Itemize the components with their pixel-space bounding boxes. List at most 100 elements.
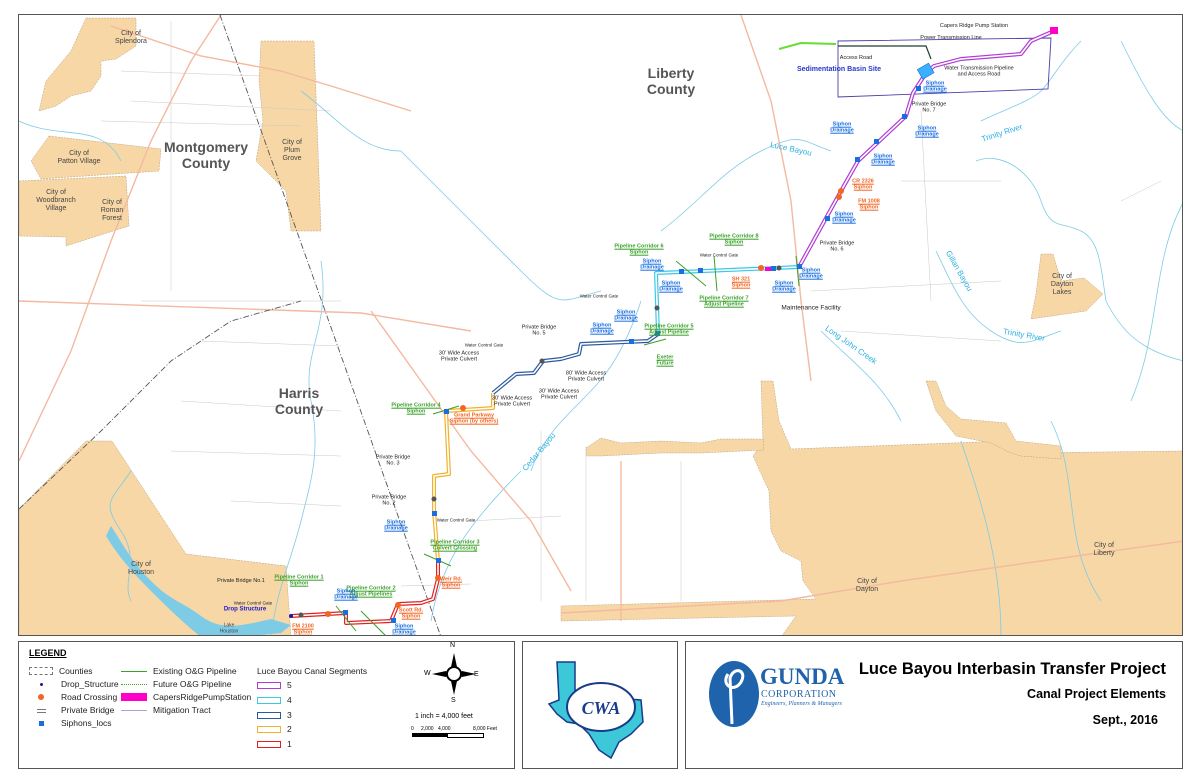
pump-station-label: Capers Ridge Pump Station	[939, 22, 1009, 29]
drop-structure-marker	[289, 614, 293, 618]
pipeline-corridor-label: Pipeline Corridor 6 Siphon	[614, 243, 664, 256]
legend-label: 4	[287, 695, 292, 705]
pipeline-corridor-label: Pipeline Corridor 4 Siphon	[391, 402, 441, 415]
city-label: City of Splendora	[115, 29, 147, 45]
private-bridge-label: Private Bridge No. 3	[375, 454, 411, 467]
pipeline-corridor-label: Pipeline Corridor 2 Adjust Pipelines	[346, 585, 396, 598]
legend-label: 2	[287, 724, 292, 734]
legend-item-drop-structure: Drop_Structure	[29, 679, 119, 689]
compass-s: S	[451, 697, 456, 704]
culvert-label: 30' Wide Access Private Culvert	[538, 388, 580, 401]
cwa-logo-panel: CWA	[522, 641, 678, 769]
legend-segment-2: 2	[257, 724, 292, 734]
legend-panel: LEGEND Counties Drop_Structure Road Cros…	[18, 641, 515, 769]
segment-swatch	[257, 681, 281, 689]
city-houston	[19, 440, 292, 635]
water-control-gate-label: Water Control Gate	[699, 252, 739, 258]
gunda-logo-mark	[709, 661, 759, 727]
scale-bar: 0 2,000 4,000 8,000 Feet	[411, 726, 501, 738]
counties-symbol	[29, 667, 53, 675]
pump-station-symbol	[121, 693, 147, 701]
legend-item-future-pipeline: Future O&G Pipeline	[121, 679, 231, 689]
legend-item-road-crossing: Road Crossing	[29, 692, 117, 702]
road-siphon-label: SH 321 Siphon	[731, 276, 751, 289]
siphon-label: Siphon Drainage	[384, 519, 408, 532]
scale-tick: 4,000	[438, 726, 451, 732]
city-plum-grove	[255, 40, 322, 232]
legend-item-existing-pipeline: Existing O&G Pipeline	[121, 666, 237, 676]
legend-label: Siphons_locs	[61, 718, 112, 728]
city-dayton-lakes	[1030, 253, 1104, 320]
canal-segment-3-core	[492, 333, 659, 394]
county-boundaries	[19, 15, 441, 635]
maintenance-facility-label: Maintenance Facility	[781, 304, 841, 312]
gunda-name: GUNDA	[760, 664, 845, 689]
city-label: City of Dayton	[855, 577, 879, 593]
legend-label: Drop_Structure	[61, 679, 119, 689]
water-control-gate-label: Water Control Gate	[436, 517, 476, 523]
siphon-label: Siphon Drainage	[871, 153, 895, 166]
water-control-gates	[298, 265, 782, 618]
legend-item-pump-station: CapersRidgePumpStation	[121, 692, 251, 702]
compass-rose-icon	[432, 653, 476, 695]
siphon-label: Siphon Drainage	[659, 280, 683, 293]
compass-e: E	[474, 671, 479, 678]
city-label: City of Plum Grove	[282, 138, 302, 163]
city-label: City of Roman Forest	[100, 198, 124, 223]
siphon-icon	[29, 719, 55, 727]
mitigation-tract	[837, 37, 1052, 98]
segment-swatch	[257, 725, 281, 733]
water-control-gate-label: Water Control Gate	[464, 342, 504, 348]
highways	[19, 15, 1182, 621]
city-areas	[19, 17, 1182, 635]
siphon-label: Siphon Drainage	[830, 121, 854, 134]
compass-w: W	[424, 670, 431, 677]
siphon-label: Siphon Drainage	[915, 125, 939, 138]
city-woodbranch-roman-forest	[19, 175, 130, 247]
legend-item-counties: Counties	[29, 666, 93, 676]
private-bridge-label: Private Bridge No. 7	[911, 101, 947, 114]
legend-item-mitigation-tract: Mitigation Tract	[121, 705, 211, 715]
sedimentation-basin-label: Sedimentation Basin Site	[796, 65, 882, 73]
power-line-label: Power Transmission Line	[920, 34, 982, 41]
existing-pipeline-symbol	[121, 670, 147, 672]
legend-label: Mitigation Tract	[153, 705, 211, 715]
segments-title: Luce Bayou Canal Segments	[257, 666, 368, 676]
city-label: City of Patton Village	[57, 149, 101, 165]
legend-label: Road Crossing	[61, 692, 118, 702]
city-splendora	[38, 17, 137, 112]
culvert-label: 80' Wide Access Private Culvert	[565, 370, 607, 383]
water-transmission-label: Water Transmission Pipeline and Access R…	[944, 65, 1014, 78]
legend-title: LEGEND	[29, 648, 67, 658]
siphon-label: Siphon Drainage	[614, 309, 638, 322]
pipeline-corridor-label: Pipeline Corridor 8 Siphon	[709, 233, 759, 246]
canal-segment-4-core	[655, 266, 800, 335]
project-map[interactable]: Montgomery County Liberty County Harris …	[18, 14, 1183, 636]
road-siphon-label: Weir Rd. Siphon	[439, 576, 463, 589]
legend-segment-5: 5	[257, 680, 292, 690]
dayton-band	[585, 437, 765, 457]
cwa-logo-text: CWA	[582, 698, 621, 718]
siphon-label: Siphon Drainage	[832, 211, 856, 224]
mitigation-tract-symbol	[121, 709, 147, 711]
sedimentation-basin	[916, 62, 935, 80]
city-label: City of Liberty	[1093, 541, 1115, 557]
siphon-label: Siphon Drainage	[923, 80, 947, 93]
county-label-liberty: Liberty County	[646, 64, 696, 97]
legend-label: Private Bridge	[61, 705, 115, 715]
maintenance-facility-marker	[765, 267, 771, 271]
legend-label: 1	[287, 739, 292, 749]
water-control-gate-label: Water Control Gate	[233, 600, 273, 606]
private-bridge-label: Private Bridge No.1	[217, 577, 265, 584]
pipeline-corridor-label: Pipeline Corridor 1 Siphon	[274, 574, 324, 587]
scale-text: 1 inch = 4,000 feet	[415, 713, 473, 720]
legend-item-siphons: Siphons_locs	[29, 718, 112, 728]
segment-swatch	[257, 711, 281, 719]
map-date: Sept., 2016	[1092, 713, 1158, 727]
pipeline-corridor-label: Pipeline Corridor 3 Culvert Crossing	[430, 539, 480, 552]
scale-tick: 2,000	[421, 726, 434, 732]
scale-tick: 0	[411, 726, 414, 732]
title-block: GUNDA CORPORATION Engineers, Planners & …	[685, 641, 1183, 769]
county-label-harris: Harris County	[274, 384, 324, 417]
segment-swatch	[257, 696, 281, 704]
